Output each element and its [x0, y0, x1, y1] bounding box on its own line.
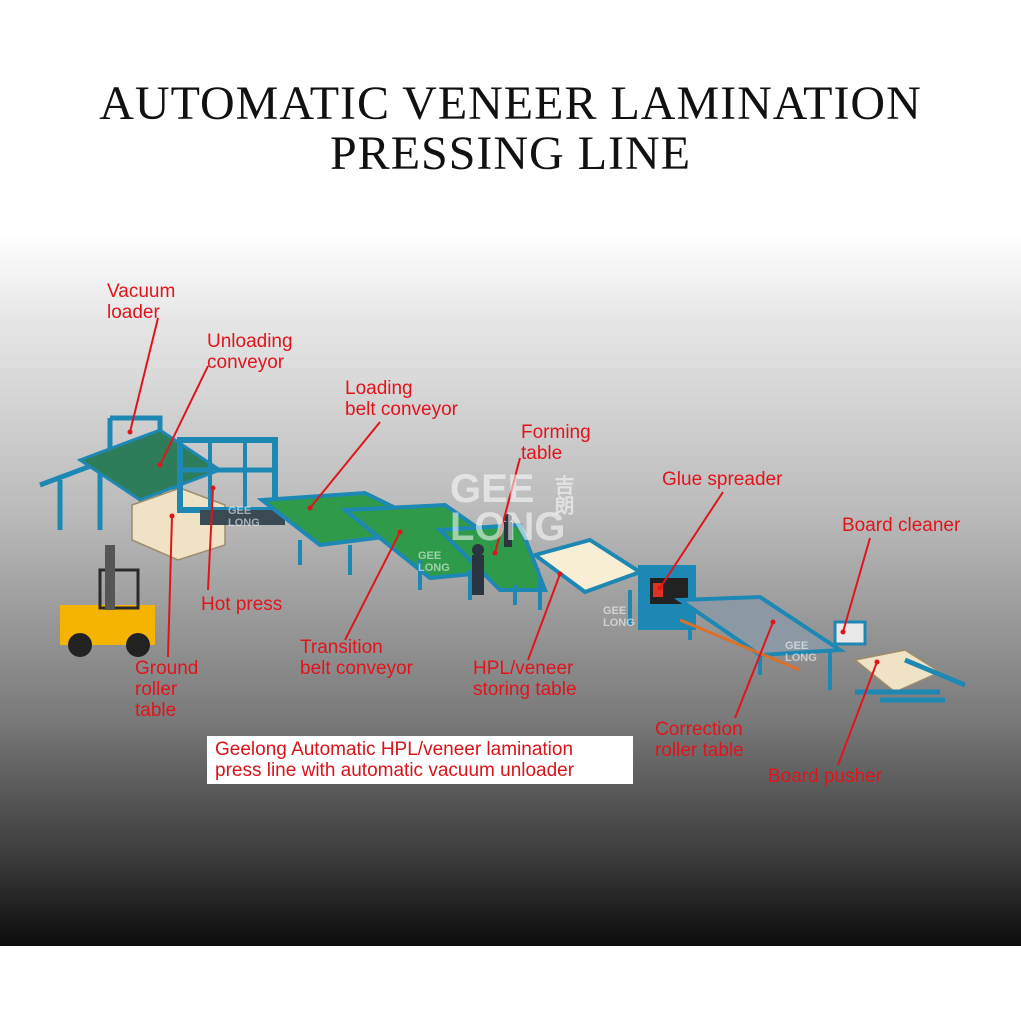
- hot-press-machine: [177, 437, 285, 525]
- caption-box: Geelong Automatic HPL/veneer lamination …: [207, 736, 633, 784]
- glue-spreader-machine: [638, 565, 696, 630]
- label-hot-press: Hot press: [201, 594, 283, 615]
- correction-roller-table-machine: [673, 594, 847, 690]
- caption-line-2: press line with automatic vacuum unloade…: [215, 760, 575, 781]
- watermark-logo-cn: 吉朗: [551, 475, 573, 515]
- conveyor-legs: [298, 540, 517, 605]
- label-board-cleaner: Board cleaner: [842, 515, 961, 536]
- operator-figures: [472, 514, 512, 595]
- board-cleaner-machine: [833, 620, 867, 646]
- title-line-2: PRESSING LINE: [329, 127, 692, 180]
- caption-line-1: Geelong Automatic HPL/veneer lamination: [215, 739, 574, 760]
- leader-lines: [129, 317, 878, 766]
- label-glue-spreader: Glue spreader: [662, 469, 783, 490]
- leader-dots: [127, 429, 880, 665]
- forklift: [60, 545, 155, 657]
- label-board-pusher: Board pusher: [768, 766, 883, 787]
- title-line-1: AUTOMATIC VENEER LAMINATION: [99, 77, 922, 130]
